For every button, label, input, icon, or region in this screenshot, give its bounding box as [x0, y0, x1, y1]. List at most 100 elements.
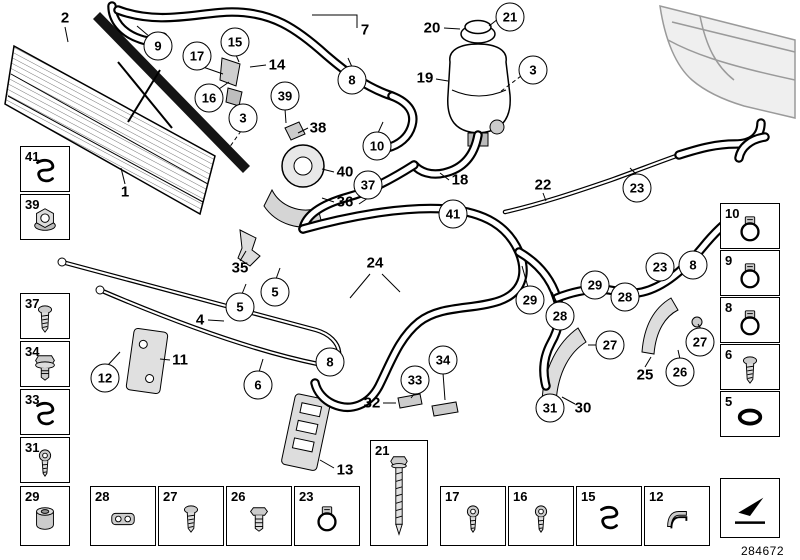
part-number: 33 — [25, 392, 40, 407]
callout-label-11-14[interactable]: 11 — [172, 351, 188, 369]
part-number: 10 — [725, 206, 740, 221]
part-box-41[interactable]: 41 — [20, 146, 70, 192]
part-number: 29 — [25, 489, 40, 504]
callout-label-4-13[interactable]: 4 — [195, 311, 205, 329]
part-box-39[interactable]: 39 — [20, 194, 70, 240]
callout-circle-29-17[interactable]: 29 — [580, 270, 610, 300]
callout-label-40-6[interactable]: 40 — [336, 163, 354, 181]
callout-circle-3-9[interactable]: 3 — [518, 55, 548, 85]
callout-circle-5-14[interactable]: 5 — [225, 292, 255, 322]
part-box-27[interactable]: 27 — [158, 486, 224, 546]
callout-circle-26-23[interactable]: 26 — [665, 357, 695, 387]
part-box-34[interactable]: 34 — [20, 341, 70, 387]
callout-label-25-16[interactable]: 25 — [636, 366, 654, 384]
callout-circle-21-8[interactable]: 21 — [495, 2, 525, 32]
callout-circle-8-26[interactable]: 8 — [315, 347, 345, 377]
torx-screw-icon — [21, 444, 69, 482]
o-ring-icon — [721, 398, 779, 436]
part-number: 8 — [725, 300, 733, 315]
part-box-23[interactable]: 23 — [294, 486, 360, 546]
callout-circle-17-1[interactable]: 17 — [182, 41, 212, 71]
callout-label-19-4[interactable]: 19 — [416, 69, 434, 87]
car-body-sketch — [659, 5, 796, 119]
part-number: 15 — [581, 489, 596, 504]
part-box-5[interactable]: 5 — [720, 391, 780, 437]
callout-label-22-9[interactable]: 22 — [534, 176, 552, 194]
part-box-arrow[interactable] — [720, 478, 780, 538]
part-number: 37 — [25, 296, 40, 311]
tapping-screw-icon — [721, 351, 779, 389]
callout-circle-31-29[interactable]: 31 — [535, 393, 565, 423]
callout-label-14-2[interactable]: 14 — [268, 56, 286, 74]
part-box-21[interactable]: 21 — [370, 440, 428, 546]
callout-label-24-12[interactable]: 24 — [366, 254, 384, 272]
part-box-29[interactable]: 29 — [20, 486, 70, 546]
expansion-tank — [447, 19, 511, 147]
part-box-37[interactable]: 37 — [20, 293, 70, 339]
callout-circle-41-11[interactable]: 41 — [438, 199, 468, 229]
callout-label-1-10[interactable]: 1 — [120, 183, 130, 201]
part-number: 12 — [649, 489, 664, 504]
callout-label-38-5[interactable]: 38 — [309, 119, 327, 137]
part-box-33[interactable]: 33 — [20, 389, 70, 435]
callout-label-7-1[interactable]: 7 — [360, 21, 370, 39]
callout-circle-8-6[interactable]: 8 — [337, 65, 367, 95]
part-box-12[interactable]: 12 — [644, 486, 710, 546]
spring-clip-icon — [21, 153, 69, 191]
part-number: 27 — [163, 489, 178, 504]
callout-label-13-18[interactable]: 13 — [336, 461, 354, 479]
callout-circle-28-18[interactable]: 28 — [610, 282, 640, 312]
callout-circle-8-21[interactable]: 8 — [678, 250, 708, 280]
tapping-screw-icon — [159, 493, 223, 545]
callout-circle-28-16[interactable]: 28 — [545, 301, 575, 331]
leader-lines — [64, 14, 702, 469]
callout-circle-16-3[interactable]: 16 — [194, 83, 224, 113]
part-box-16[interactable]: 16 — [508, 486, 574, 546]
callout-circle-39-5[interactable]: 39 — [270, 81, 300, 111]
callout-circle-3-4[interactable]: 3 — [228, 103, 258, 133]
callout-circle-12-24[interactable]: 12 — [90, 363, 120, 393]
callout-circle-29-15[interactable]: 29 — [515, 285, 545, 315]
part-box-26[interactable]: 26 — [226, 486, 292, 546]
callout-circle-27-19[interactable]: 27 — [595, 330, 625, 360]
hose-clamp-icon — [721, 210, 779, 248]
flange-nut-icon — [21, 201, 69, 239]
callout-circle-34-28[interactable]: 34 — [428, 345, 458, 375]
callout-label-32-15[interactable]: 32 — [363, 394, 381, 412]
part-box-8[interactable]: 8 — [720, 297, 780, 343]
callout-circle-5-13[interactable]: 5 — [260, 277, 290, 307]
bracket-clip-icon — [645, 493, 709, 545]
part-box-31[interactable]: 31 — [20, 437, 70, 483]
callout-label-30-17[interactable]: 30 — [574, 399, 592, 417]
part-box-17[interactable]: 17 — [440, 486, 506, 546]
callout-circle-23-20[interactable]: 23 — [645, 252, 675, 282]
part-box-10[interactable]: 10 — [720, 203, 780, 249]
callout-circle-6-25[interactable]: 6 — [243, 370, 273, 400]
hose-clamp-icon — [295, 493, 359, 545]
radiator — [4, 12, 250, 216]
callout-circle-27-22[interactable]: 27 — [685, 327, 715, 357]
part-number: 26 — [231, 489, 246, 504]
part-number: 6 — [725, 347, 733, 362]
hose-clamp-icon — [721, 304, 779, 342]
callout-label-36-7[interactable]: 36 — [336, 193, 354, 211]
part-box-6[interactable]: 6 — [720, 344, 780, 390]
callout-label-20-3[interactable]: 20 — [423, 19, 441, 37]
part-number: 5 — [725, 394, 733, 409]
callout-circle-15-2[interactable]: 15 — [220, 27, 250, 57]
part-number: 17 — [445, 489, 460, 504]
callout-label-2-0[interactable]: 2 — [60, 9, 70, 27]
callout-label-35-11[interactable]: 35 — [231, 259, 249, 277]
part-number: 31 — [25, 440, 40, 455]
callout-circle-9-0[interactable]: 9 — [143, 31, 173, 61]
spring-clip-icon — [577, 493, 641, 545]
part-box-28[interactable]: 28 — [90, 486, 156, 546]
part-box-15[interactable]: 15 — [576, 486, 642, 546]
part-box-9[interactable]: 9 — [720, 250, 780, 296]
callout-circle-10-7[interactable]: 10 — [362, 131, 392, 161]
callout-circle-37-10[interactable]: 37 — [353, 170, 383, 200]
callout-circle-33-27[interactable]: 33 — [400, 365, 430, 395]
callout-circle-23-12[interactable]: 23 — [622, 173, 652, 203]
callout-label-18-8[interactable]: 18 — [451, 171, 469, 189]
